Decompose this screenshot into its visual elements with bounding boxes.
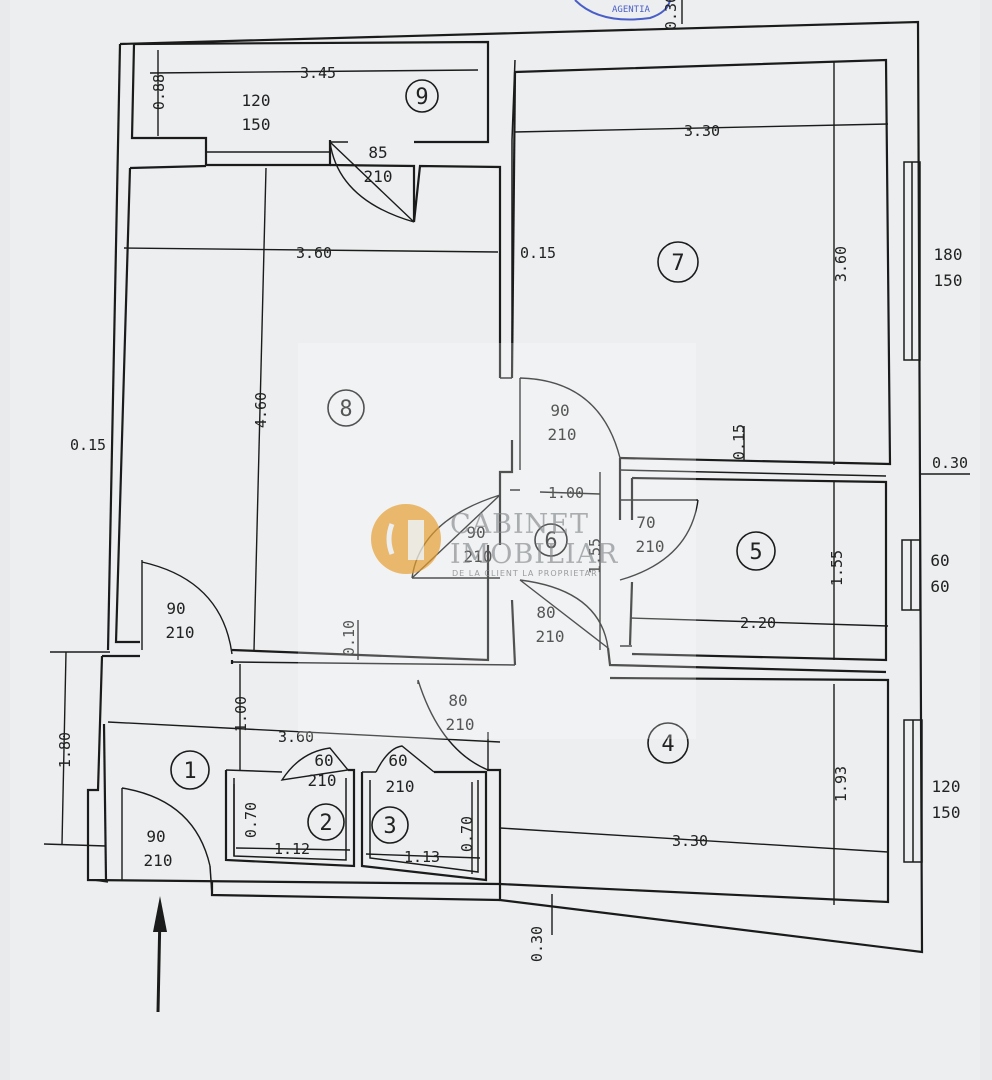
entrance-door-h: 210	[144, 851, 173, 870]
dim-hall-width: 1.00	[548, 484, 584, 502]
door-room8-hall-h: 210	[464, 547, 493, 566]
window-room9-w: 120	[242, 91, 271, 110]
door-room7-h: 210	[548, 425, 577, 444]
door-room5-w: 70	[636, 513, 655, 532]
door-room3-h: 210	[386, 777, 415, 796]
door-room4-h: 210	[446, 715, 475, 734]
window-room7-w: 180	[934, 245, 963, 264]
dim-room2-depth: 0.70	[242, 802, 260, 838]
room-3-number: 3	[383, 814, 396, 839]
opening-labels: 120 150 85 210 180 150 90 210 90 210 70 …	[144, 91, 963, 870]
room-4-window	[903, 719, 923, 863]
entrance-door-w: 90	[146, 827, 165, 846]
dim-wall-left: 0.15	[70, 436, 106, 454]
dim-top-edge: 0.30	[662, 0, 680, 30]
watermark-panel	[298, 343, 696, 739]
window-room4-w: 120	[932, 777, 961, 796]
room-7-outline	[510, 58, 892, 477]
dim-wall-mid: 0.15	[520, 244, 556, 262]
dim-room7-width: 3.30	[684, 122, 720, 140]
dim-room4-length: 1.93	[832, 766, 850, 802]
door-room7-w: 90	[550, 401, 569, 420]
room-8-number: 8	[339, 397, 352, 422]
room-7-number: 7	[671, 251, 684, 276]
room-9-number: 9	[415, 85, 428, 110]
room-6-number: 6	[544, 529, 557, 554]
door-room9-h: 210	[364, 167, 393, 186]
room-4-number: 4	[661, 732, 674, 757]
door-room2-h: 210	[308, 771, 337, 790]
door-room5-h: 210	[636, 537, 665, 556]
door-room9-w: 85	[368, 143, 387, 162]
dim-room4-width: 3.30	[672, 832, 708, 850]
room-5-window	[901, 539, 921, 611]
dim-room9-width: 3.45	[300, 64, 336, 82]
door-room4-w: 80	[448, 691, 467, 710]
dim-room3-width: 1.13	[404, 848, 440, 866]
stamp-text: AGENTIA	[612, 5, 651, 15]
dim-bottom-wall: 0.30	[528, 926, 546, 962]
watermark: CABINET IMOBILIAR DE LA CLIENT LA PROPRI…	[298, 343, 696, 739]
dim-room7-length: 3.60	[832, 246, 850, 282]
window-room7-h: 150	[934, 271, 963, 290]
door-room8-entry-h: 210	[166, 623, 195, 642]
dim-room5-length: 1.55	[828, 550, 846, 586]
door-hall-bottom-h: 210	[536, 627, 565, 646]
room-1-number: 1	[183, 759, 196, 784]
room-6-outline	[498, 440, 887, 674]
dim-room7-wall: 0.15	[730, 424, 748, 460]
room-1-outline	[102, 654, 501, 902]
dim-room2-width: 1.12	[274, 840, 310, 858]
room-5-outline	[620, 476, 888, 662]
dim-entry-width: 3.60	[278, 728, 314, 746]
dim-room9-depth: 0.88	[150, 74, 168, 110]
room-7-window	[903, 161, 921, 361]
dim-room8-length: 4.60	[252, 392, 270, 428]
dimension-labels: 3.45 0.88 3.60 4.60 0.15 0.15 3.30 3.60 …	[56, 0, 968, 962]
door-room8-hall-w: 90	[466, 523, 485, 542]
door-room3-w: 60	[388, 751, 407, 770]
door-room8-entry-w: 90	[166, 599, 185, 618]
brand-tagline: DE LA CLIENT LA PROPRIETAR	[452, 569, 598, 578]
door-room2-w: 60	[314, 751, 333, 770]
brand-line2: IMOBILIAR	[450, 539, 618, 570]
window-room5-h: 60	[930, 577, 949, 596]
room-9-outline	[130, 40, 490, 167]
room-3-outline	[360, 770, 488, 882]
dim-room3-depth: 0.70	[458, 816, 476, 852]
brand-line1: CABINET	[450, 509, 589, 540]
window-room5-w: 60	[930, 551, 949, 570]
door-hall-bottom-w: 80	[536, 603, 555, 622]
entrance-arrow-icon	[153, 896, 167, 1013]
stamp-seal: AGENTIA	[574, 0, 671, 21]
room-5-number: 5	[749, 540, 762, 565]
room-4-outline	[487, 676, 890, 904]
dim-room8-width: 3.60	[296, 244, 332, 262]
dim-room5-width: 2.20	[740, 614, 776, 632]
room-2-number: 2	[319, 811, 332, 836]
dim-room8-wall-bottom: 0.10	[340, 620, 358, 656]
dim-hall-length: 1.55	[586, 538, 604, 574]
window-room4-h: 150	[932, 803, 961, 822]
dim-entry-depth: 1.00	[232, 696, 250, 732]
room-labels: 9 7 8 6 5 4 1 2 3	[170, 79, 776, 844]
dim-entry-left: 1.80	[56, 732, 74, 768]
window-room9-h: 150	[242, 115, 271, 134]
dimension-lines	[43, 0, 970, 935]
brand-logo: CABINET IMOBILIAR DE LA CLIENT LA PROPRI…	[371, 504, 618, 578]
dim-right-wall: 0.30	[932, 454, 968, 472]
brand-logo-circle	[371, 504, 441, 574]
